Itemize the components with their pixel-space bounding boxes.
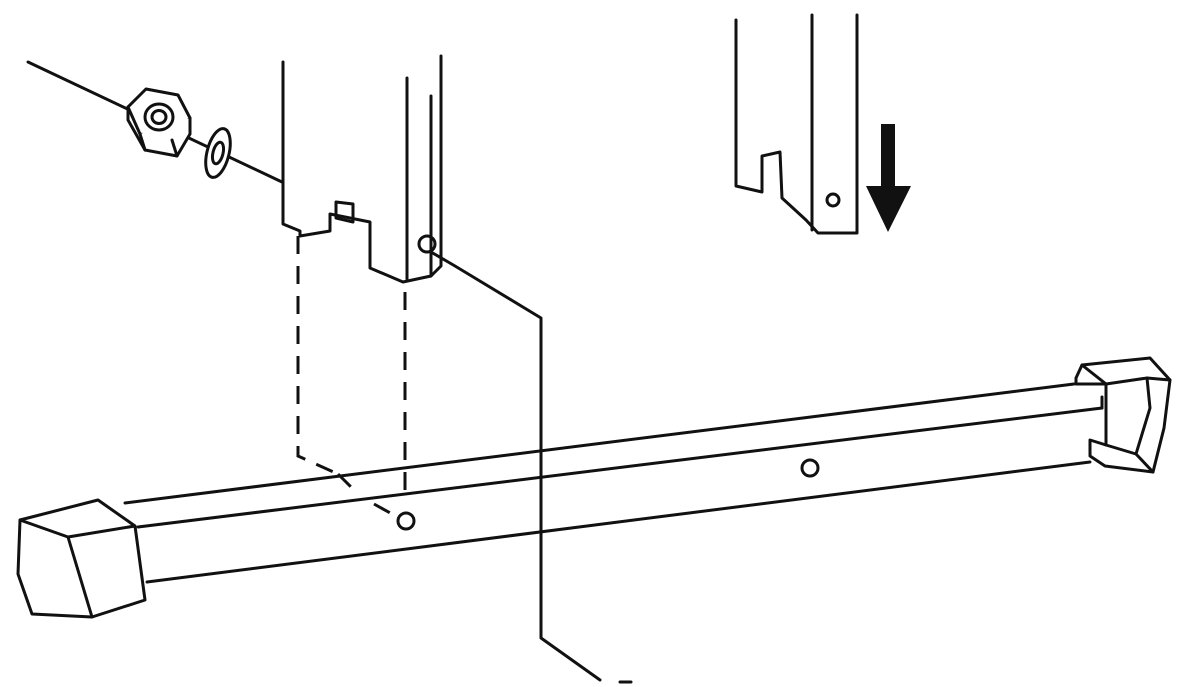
alignment-guides [296, 236, 407, 516]
down-arrow-icon [866, 124, 911, 232]
cross-bar [123, 382, 1104, 584]
washer [204, 127, 232, 179]
notched-bracket [281, 54, 443, 284]
hex-nut [126, 87, 192, 158]
left-end-cap [16, 498, 147, 619]
cable [429, 250, 602, 682]
right-end-cap [1074, 356, 1172, 474]
bracket-detail [734, 13, 859, 235]
